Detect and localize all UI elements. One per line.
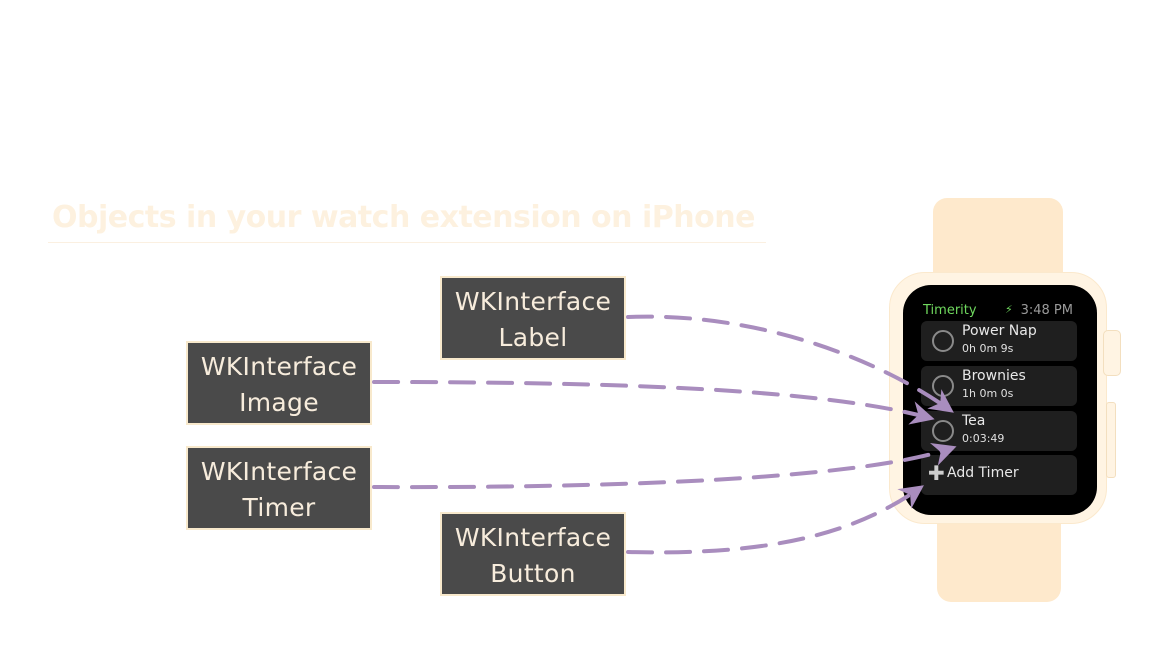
title-underline <box>48 242 766 243</box>
arrow-timer <box>372 442 957 490</box>
timer-ring-icon <box>932 330 954 352</box>
callout-label-line2: Label <box>498 323 568 352</box>
callout-timer-line2: Timer <box>242 493 316 522</box>
plus-icon: ✚ <box>928 461 945 485</box>
watch-band-bottom <box>937 520 1061 602</box>
timer-duration: 0h 0m 9s <box>962 342 1014 355</box>
arrow-image <box>372 380 935 425</box>
callout-timer-line1: WKInterface <box>200 457 358 486</box>
callout-timer: WKInterface Timer <box>186 446 372 530</box>
timer-name: Tea <box>962 413 986 429</box>
callout-button-line1: WKInterface <box>454 523 612 552</box>
watch-status-bar: Timerity ⚡ 3:48 PM <box>923 303 1081 321</box>
callout-image-line2: Image <box>239 388 319 417</box>
callout-image-line1: WKInterface <box>200 352 358 381</box>
watch-side-button <box>1106 402 1116 478</box>
slide-title: Objects in your watch extension on iPhon… <box>52 200 755 235</box>
timer-name: Brownies <box>962 368 1026 384</box>
timer-row[interactable]: Power Nap 0h 0m 9s <box>921 321 1077 361</box>
timer-ring-icon <box>932 420 954 442</box>
add-timer-label: Add Timer <box>947 465 1019 481</box>
arrow-button <box>626 485 924 555</box>
app-name: Timerity <box>923 303 977 318</box>
arrow-label <box>626 314 954 413</box>
callout-label-line1: WKInterface <box>454 287 612 316</box>
timer-duration: 0:03:49 <box>962 432 1005 445</box>
timer-duration: 1h 0m 0s <box>962 387 1014 400</box>
add-timer-button[interactable]: ✚ Add Timer <box>921 455 1077 495</box>
watch-crown <box>1103 330 1121 376</box>
watch-time: 3:48 PM <box>1020 303 1073 318</box>
callout-image: WKInterface Image <box>186 341 372 425</box>
callout-button-line2: Button <box>490 559 576 588</box>
timer-name: Power Nap <box>962 323 1037 339</box>
callout-button: WKInterface Button <box>440 512 626 596</box>
bolt-icon: ⚡ <box>1005 303 1013 316</box>
callout-label: WKInterface Label <box>440 276 626 360</box>
